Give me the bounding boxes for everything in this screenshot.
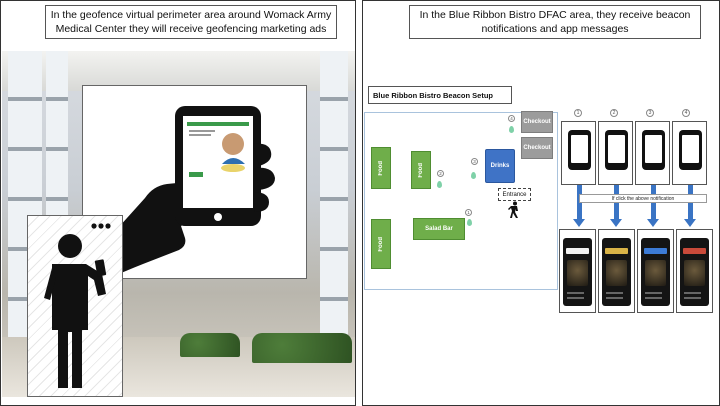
arrow-down-icon [684,219,696,227]
phone-icon [568,130,591,170]
phone-icon [605,130,628,170]
beacon-icon [467,219,472,226]
screen-number: 2 [610,109,618,117]
station-label: Food [378,160,384,176]
station-label: Food [418,162,424,178]
station-label: Drinks [490,163,510,169]
arrow-down-icon [573,219,585,227]
station-label: Salad Bar [425,226,453,232]
notification-screen [672,121,707,185]
app-message-screen [559,229,596,313]
app-message-screen [637,229,674,313]
person-card [27,215,123,397]
beacon-icon [509,126,514,133]
notification-screen [598,121,633,185]
person-with-phone-icon [44,223,111,388]
screen-number: 1 [574,109,582,117]
geofence-caption: In the geofence virtual perimeter area a… [45,5,337,39]
beacon-icon [437,181,442,188]
beacon-icon [471,172,476,179]
left-panel: In the geofence virtual perimeter area a… [0,0,356,406]
ad-cta-button [189,172,203,177]
click-notification-note: If click the above notification [579,194,707,203]
lobby-plants [180,333,240,357]
lobby-window [320,51,348,381]
station-label: Checkout [523,119,551,125]
food-station-left-bottom: Food [371,219,391,269]
beacon-number: 3 [471,158,478,165]
arrow-down-icon [647,219,659,227]
entrance-label: Entrance [498,188,531,201]
checkout-station-2: Checkout [521,137,553,159]
phone-icon [679,130,702,170]
station-label: Food [378,236,384,252]
food-station-middle: Food [411,151,431,189]
app-message-screen [676,229,713,313]
ad-person-photo [222,133,244,155]
beacon-setup-title: Blue Ribbon Bistro Beacon Setup [368,86,512,104]
screen-number: 3 [646,109,654,117]
beacon-number: 4 [508,115,515,122]
station-label: Checkout [523,145,551,151]
notification-screen [635,121,670,185]
beacon-number: 1 [465,209,472,216]
arrow-down-icon [610,219,622,227]
salad-bar-station: Salad Bar [413,218,465,240]
walking-person-icon [508,201,518,218]
beacon-caption: In the Blue Ribbon Bistro DFAC area, the… [409,5,701,39]
screen-number: 4 [682,109,690,117]
hand-holding-phone-icon [91,106,275,278]
phone-icon [642,130,665,170]
app-message-screen [598,229,635,313]
notification-screen [561,121,596,185]
lobby-plants [252,333,352,363]
ad-header-bar [187,122,249,126]
beacon-number: 2 [437,170,444,177]
food-station-left-top: Food [371,147,391,189]
drinks-station: Drinks [485,149,515,183]
checkout-station-1: Checkout [521,111,553,133]
right-panel: In the Blue Ribbon Bistro DFAC area, the… [362,0,720,406]
